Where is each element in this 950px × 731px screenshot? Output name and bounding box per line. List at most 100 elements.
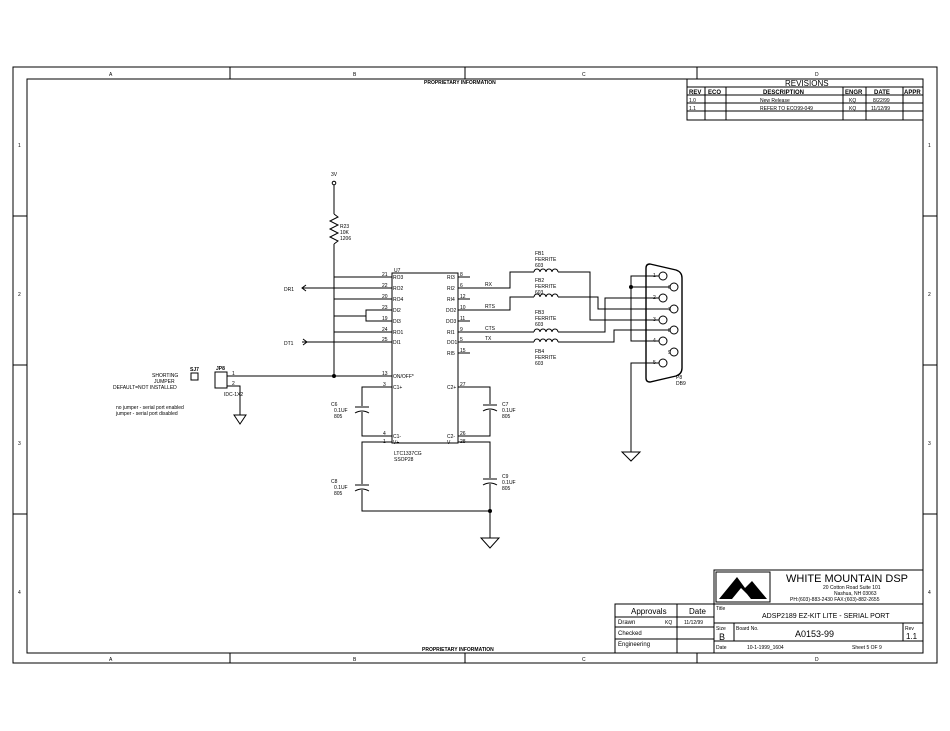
u7-pin-number: 9 [460,327,463,333]
jp8-ref: JP8 [216,366,225,372]
capacitor-c8: C8 0.1UF 805 [331,441,490,512]
jumper-label-shorting: SHORTING [152,373,178,379]
u7-pin-name: C2+ [447,385,456,391]
revision-row-rev: 1.1 [689,106,696,112]
fb1-ref: FB1 [535,251,544,257]
r23-ref: R23 [340,224,349,230]
drawn-date: 11/12/99 [684,620,703,626]
ground-symbol [479,537,501,549]
engr-header: ENGR [845,90,863,96]
p8-part: DB9 [676,381,686,387]
sheet-title: ADSP2189 EZ-KIT LITE - SERIAL PORT [762,613,890,620]
rev-value: 1.1 [906,632,918,641]
zone-label-bottom-b: B [353,657,357,663]
proprietary-top: PROPRIETARY INFORMATION [424,80,496,86]
zone-label-right-4: 4 [928,590,931,596]
u7-pin-name: RO3 [393,275,404,281]
fb4-package: 603 [535,361,544,367]
u7-pin-name: RO1 [393,330,404,336]
u7-pin-number: 12 [460,294,466,300]
u7-pin-number: 4 [383,431,386,437]
capacitor-c6: C6 0.1UF 805 [331,386,380,437]
c9-ref: C9 [502,474,509,480]
date-label: Date [716,645,727,651]
ferrite-fb2: FB2 FERRITE 603 [533,278,559,298]
appr-header: APPR [904,90,921,96]
cts-label: CTS [485,326,496,332]
u7-pin-name: V+ [393,440,399,446]
u7-pin-name: C1- [393,434,401,440]
u7-pin-number: 24 [382,327,388,333]
u7-ref: U7 [394,268,401,274]
fb3-package: 603 [535,322,544,328]
fb3-ref: FB3 [535,310,544,316]
print-date: 10-1-1999_1604 [747,645,784,651]
junction-dot [488,509,492,513]
u7-pin-number: 6 [460,283,463,289]
u7-pin-name: V- [447,440,452,446]
c7-ref: C7 [502,402,509,408]
size-label: Size [716,626,726,632]
board-number-label: Board No. [736,626,759,632]
jumper-note-disabled: jumper - serial port disabled [115,411,178,417]
u7-pin-name: RI3 [447,275,455,281]
jp8-package: IDC-1X2 [224,392,243,398]
fb4-ref: FB4 [535,349,544,355]
revisions-table: REVISIONS REV ECO DESCRIPTION ENGR DATE … [686,78,924,121]
db9-pin-label: 7 [668,307,671,313]
zone-label-top-a: A [109,72,113,78]
net-dt1: DT1 [284,338,380,347]
sheet-number: Sheet 5 OF 9 [852,645,882,651]
jp8-pin-1: 1 [232,371,235,377]
zone-label-right-1: 1 [928,143,931,149]
connector-p8: 1 6 2 7 3 8 4 9 5 P8 DB9 [620,263,686,462]
jumper-note-enabled: no jumper - serial port enabled [116,405,184,411]
zone-label-top-b: B [353,72,357,78]
u7-pin-name: DI1 [393,340,401,346]
date-header: DATE [874,90,890,96]
capacitor-c9: C9 0.1UF 805 [470,441,516,549]
revision-row-description: New Release [760,98,790,104]
title-block: WHITE MOUNTAIN DSP 20 Cotton Road Suite … [614,569,924,654]
drawn-initials: KQ [665,620,672,626]
supply-label: 3V [331,172,338,178]
u7-pin-number: 11 [460,316,465,322]
revision-row-engr: KQ [849,106,856,112]
zone-label-bottom-a: A [109,657,113,663]
u7-pin-number: 20 [382,294,388,300]
u7-pin-number: 8 [460,272,463,278]
ground-symbol [620,451,642,462]
zone-label-left-4: 4 [18,590,21,596]
c8-value: 0.1UF [334,485,348,491]
u7-pin-name: RI1 [447,330,455,336]
rts-label: RTS [485,304,496,310]
u7-pin-number: 26 [460,431,466,437]
capacitor-c7: C7 0.1UF 805 [470,386,516,437]
u7-pin-number: 19 [382,316,388,322]
u7-pin-number: 10 [460,305,466,311]
net-tx: TX [470,336,534,343]
title-label: Title [716,606,725,612]
company-address-2: Nashua, NH 03063 [834,591,877,597]
zone-label-top-c: C [582,72,586,78]
u7-pin-name: C2- [447,434,455,440]
u7-pin-number: 25 [382,337,388,343]
dt1-label: DT1 [284,341,294,347]
c7-package: 805 [502,414,511,420]
approvals-header: Approvals [631,607,667,616]
p8-ref: P8 [676,375,682,381]
zone-label-top-d: D [815,72,819,78]
u7-pin-name: RI2 [447,286,455,292]
junction-dot [332,374,336,378]
fb2-type: FERRITE [535,284,557,290]
zone-label-left-2: 2 [18,292,21,298]
u7-pin-number: 21 [382,272,388,278]
fb4-type: FERRITE [535,355,557,361]
net-dr1: DR1 [284,284,380,293]
u7-pin-name: DO2 [446,308,457,314]
zone-label-bottom-c: C [582,657,586,663]
rx-label: RX [485,282,493,288]
zone-label-right-3: 3 [928,441,931,447]
sheet-border: A B C D A B C D 1 2 3 4 1 2 3 4 PROPRIET… [12,66,938,664]
revisions-title: REVISIONS [785,79,829,88]
